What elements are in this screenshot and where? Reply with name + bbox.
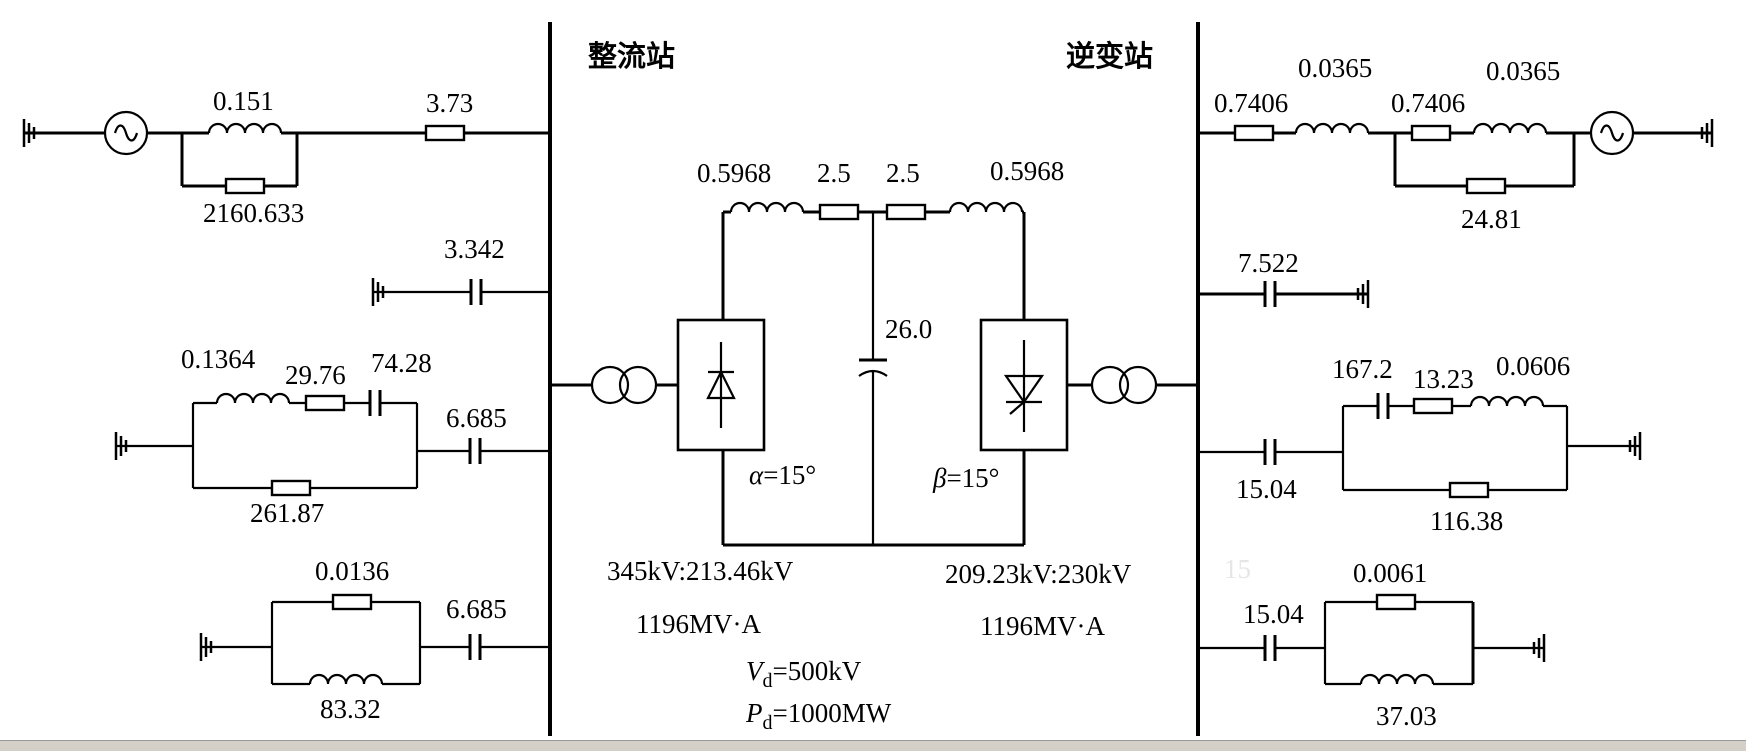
label-alpha: α=15° (749, 460, 816, 490)
label-filter-capacitor: 3.342 (444, 234, 505, 264)
rectifier-source-branch: 0.151 2160.633 3.73 (22, 86, 550, 228)
label-source-parallel-resistance: 2160.633 (203, 198, 304, 228)
label-inv-filter3-inductance: 37.03 (1376, 701, 1437, 731)
inductor-icon (729, 201, 805, 214)
label-rect-transformer-ratio: 345kV:213.46kV (607, 556, 794, 586)
label-beta: β=15° (932, 463, 999, 493)
label-inv-filter-capacitor: 7.522 (1238, 248, 1299, 278)
label-dc-resistance-right: 2.5 (886, 158, 920, 188)
rectifier-cap-filter: 3.342 (371, 234, 550, 308)
inductor-icon (215, 392, 291, 405)
label-inv-series-resistance: 0.7406 (1214, 88, 1288, 118)
label-filter2-series-capacitance: 6.685 (446, 403, 507, 433)
inductor-icon (1472, 122, 1548, 135)
inverter-station-title: 逆变站 (1066, 39, 1153, 73)
resistor-icon (1465, 177, 1507, 195)
capacitor-icon (1263, 279, 1277, 309)
dc-link: 0.5968 2.5 2.5 0.5968 26.0 α=15° β=15° 3… (550, 156, 1198, 734)
capacitor-icon (368, 388, 382, 418)
resistor-icon (885, 203, 927, 221)
rectifier-station-title: 整流站 (588, 40, 675, 73)
label-filter3-resistance: 0.0136 (315, 556, 389, 586)
label-filter2-parallel-resistance: 261.87 (250, 498, 324, 528)
label-pd: Pd=1000MW (745, 698, 892, 734)
resistor-icon (1448, 481, 1490, 499)
label-vd: Vd=500kV (746, 656, 862, 692)
label-inv-filter2-series-capacitance: 15.04 (1236, 474, 1297, 504)
label-inv-filter3-resistance: 0.0061 (1353, 558, 1427, 588)
capacitor-icon (1376, 391, 1390, 421)
inverter-rl-filter: 15 15.04 0.0061 37.03 (1198, 554, 1546, 731)
inductor-icon (207, 122, 283, 135)
label-inv-filter2-parallel-resistance: 116.38 (1430, 506, 1503, 536)
capacitor-icon (1263, 437, 1277, 467)
label-inv-transformer-ratio: 209.23kV:230kV (945, 559, 1132, 589)
inverter-source-branch: 0.7406 0.0365 0.7406 0.0365 24.81 (1198, 53, 1714, 234)
label-filter3-inductance: 83.32 (320, 694, 381, 724)
label-source-inductance: 0.151 (213, 86, 274, 116)
label-dc-capacitance: 26.0 (885, 314, 932, 344)
label-inv-source-parallel-resistance: 24.81 (1461, 204, 1522, 234)
resistor-icon (818, 203, 860, 221)
label-filter2-resistance: 29.76 (285, 360, 346, 390)
label-inv-filter2-resistance: 13.23 (1413, 364, 1474, 394)
inverter-cap-filter: 7.522 (1198, 248, 1370, 310)
resistor-icon (270, 479, 312, 497)
capacitor-icon (469, 277, 483, 307)
capacitor-icon (468, 632, 482, 662)
label-inv-series-inductance: 0.0365 (1298, 53, 1372, 83)
label-filter2-inductance: 0.1364 (181, 344, 256, 374)
inverter-rlc-filter: 167.2 13.23 0.0606 15.04 116.38 (1198, 351, 1642, 536)
inductor-icon (1359, 673, 1435, 686)
resistor-icon (1233, 124, 1275, 142)
resistor-icon (424, 124, 466, 142)
label-inv-filter3-faint: 15 (1224, 554, 1251, 584)
inductor-icon (948, 201, 1024, 214)
resistor-icon (224, 177, 266, 195)
resistor-icon (1375, 593, 1417, 611)
label-filter2-capacitance: 74.28 (371, 348, 432, 378)
label-inv-filter3-series-capacitance: 15.04 (1243, 599, 1304, 629)
inductor-icon (308, 673, 384, 686)
label-rect-transformer-rating: 1196MV·A (636, 609, 761, 639)
resistor-icon (304, 394, 346, 412)
rectifier-transformer-icon (590, 365, 658, 405)
ac-source-icon (103, 110, 149, 156)
capacitor-icon (468, 436, 482, 466)
window-status-bar (0, 740, 1746, 751)
label-series-resistance: 3.73 (426, 88, 473, 118)
inverter-transformer-icon (1090, 365, 1158, 405)
rectifier-rlc-filter: 0.1364 29.76 74.28 261.87 6.685 (114, 344, 550, 528)
label-inv-source-resistance: 0.7406 (1391, 88, 1465, 118)
label-dc-inductance-left: 0.5968 (697, 158, 771, 188)
label-dc-resistance-left: 2.5 (817, 158, 851, 188)
rectifier-rl-filter: 0.0136 83.32 6.685 (199, 556, 550, 724)
thyristor-icon (706, 342, 736, 428)
resistor-icon (1410, 124, 1452, 142)
label-inv-transformer-rating: 1196MV·A (980, 611, 1105, 641)
resistor-icon (331, 593, 373, 611)
inductor-icon (1294, 122, 1370, 135)
ac-source-icon (1589, 110, 1635, 156)
label-inv-source-inductance: 0.0365 (1486, 56, 1560, 86)
thyristor-icon (1003, 340, 1045, 432)
label-dc-inductance-right: 0.5968 (990, 156, 1064, 186)
inductor-icon (1469, 395, 1545, 408)
label-inv-filter2-inductance: 0.0606 (1496, 351, 1570, 381)
resistor-icon (1412, 397, 1454, 415)
label-filter3-series-capacitance: 6.685 (446, 594, 507, 624)
label-inv-filter2-capacitance: 167.2 (1332, 354, 1393, 384)
capacitor-icon (1263, 633, 1277, 663)
